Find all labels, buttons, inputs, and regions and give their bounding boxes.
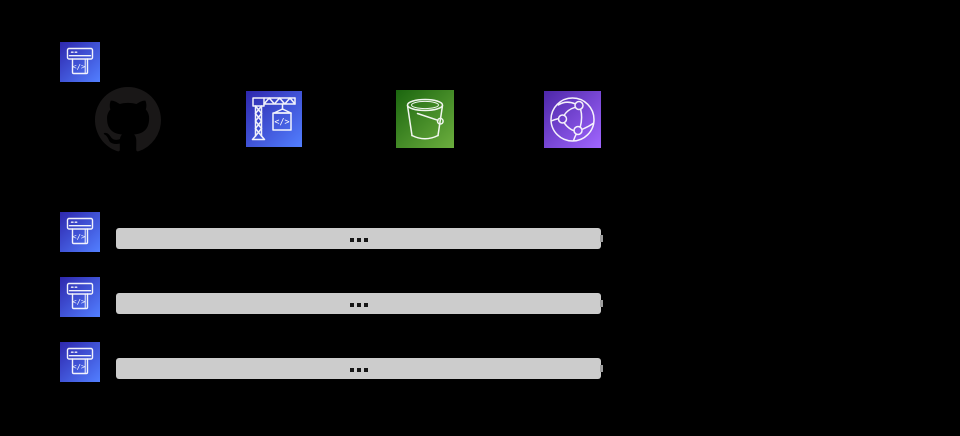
code-glyph-text: </> [72, 62, 86, 71]
codepipeline-icon: </> [60, 212, 100, 252]
github-octocat-glyph [95, 87, 161, 152]
codepipeline-icon: </> [60, 42, 100, 82]
codepipeline-icon: </> [60, 277, 100, 317]
code-glyph-text: </> [274, 117, 289, 127]
stage-bar [116, 358, 603, 379]
bar-right-nub [600, 300, 603, 307]
bar-right-nub [600, 365, 603, 372]
github-icon [95, 87, 161, 153]
code-glyph-text: </> [72, 362, 86, 371]
codepipeline-glyph: </> [66, 347, 94, 375]
ellipsis-icon [349, 238, 368, 242]
code-glyph-text: </> [72, 297, 86, 306]
cloudfront-icon [544, 91, 601, 148]
cloudfront-globe-glyph [550, 97, 595, 142]
ellipsis-icon [349, 368, 368, 372]
codepipeline-glyph: </> [66, 282, 94, 310]
codepipeline-glyph: </> [66, 217, 94, 245]
s3-bucket-glyph [406, 98, 444, 140]
ellipsis-icon [349, 303, 368, 307]
codebuild-icon: </> [246, 91, 302, 147]
codepipeline-glyph: </> [66, 47, 94, 75]
s3-bucket-icon [396, 90, 454, 148]
codepipeline-icon: </> [60, 342, 100, 382]
stage-bar [116, 293, 603, 314]
codebuild-crane-glyph: </> [251, 97, 296, 141]
bar-right-nub [600, 235, 603, 242]
code-glyph-text: </> [72, 232, 86, 241]
stage-bar [116, 228, 603, 249]
